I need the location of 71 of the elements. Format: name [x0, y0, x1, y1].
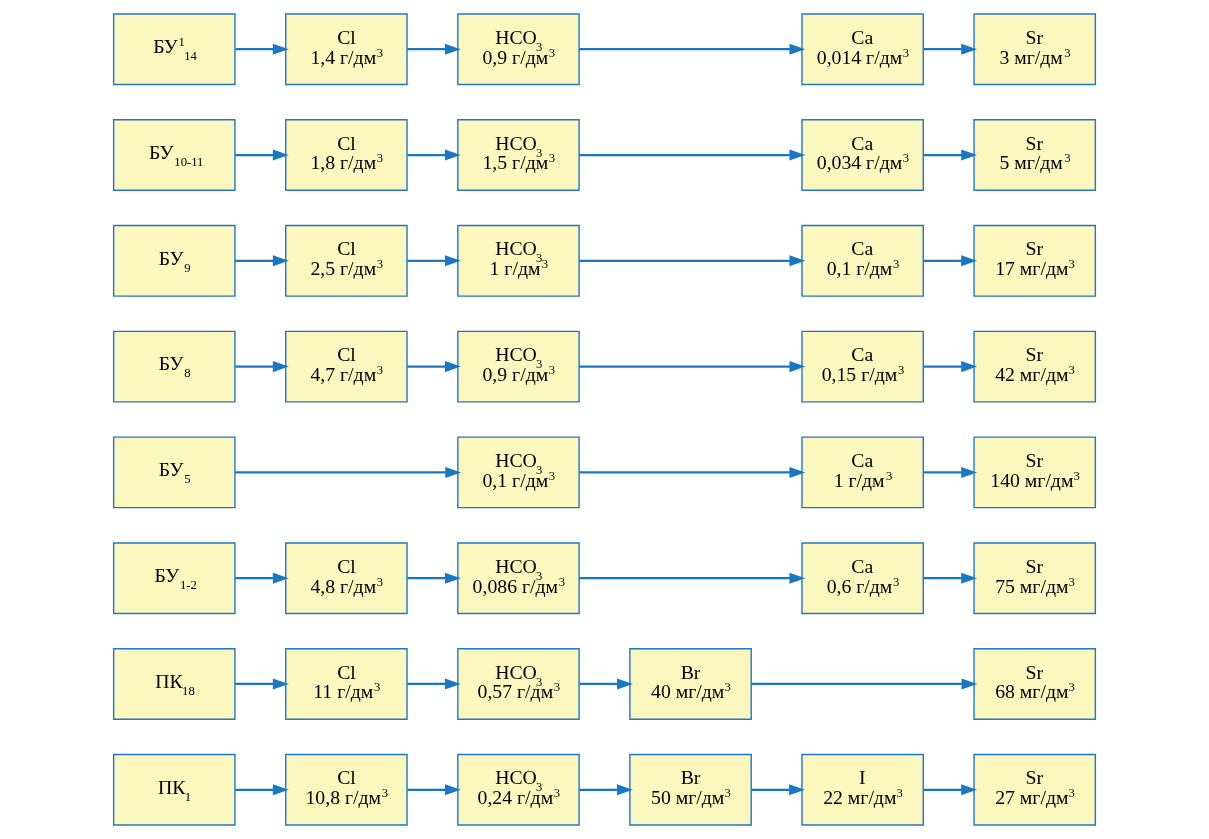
arrow [407, 361, 461, 373]
arrow [407, 784, 461, 796]
node-box: Ca 0,1 г/дм$^{3}$ [801, 224, 924, 297]
arrow [923, 255, 977, 267]
arrow [579, 572, 806, 584]
arrow [235, 149, 289, 161]
node-box: Br 50 мг/дм$^{3}$ [629, 753, 752, 826]
arrow [235, 466, 462, 478]
node-box: Ca 0,15 г/дм$^{3}$ [801, 330, 924, 403]
arrow [751, 784, 805, 796]
arrow [923, 43, 977, 55]
arrow [751, 678, 978, 690]
arrow [923, 572, 977, 584]
arrow [407, 572, 461, 584]
node-box: Cl 2,5 г/дм$^{3}$ [285, 224, 408, 297]
node-box: Sr 27 мг/дм$^{3}$ [973, 753, 1097, 826]
node-box: Sr 42 мг/дм$^{3}$ [973, 330, 1097, 403]
arrow [579, 361, 806, 373]
arrow [923, 361, 977, 373]
node-box: Ca 1 г/дм$^{3}$ [801, 436, 924, 509]
arrow [235, 43, 289, 55]
arrow [579, 149, 806, 161]
arrow [579, 43, 806, 55]
node-box: Sr 3 мг/дм$^{3}$ [973, 13, 1097, 86]
node-box: Cl 10,8 г/дм$^{3}$ [285, 753, 408, 826]
arrow [579, 678, 633, 690]
node-box: Cl 11 г/дм$^{3}$ [285, 648, 408, 720]
node-box: HCO$_{3}$ 1,5 г/дм$^{3}$ [457, 119, 580, 191]
node-box: Sr 75 мг/дм$^{3}$ [973, 542, 1097, 615]
node-box: Cl 1,4 г/дм$^{3}$ [285, 13, 408, 86]
node-box: Cl 1,8 г/дм$^{3}$ [285, 119, 408, 191]
arrow [235, 678, 289, 690]
arrow [235, 784, 289, 796]
arrow [923, 149, 977, 161]
arrow [407, 43, 461, 55]
node-box: Cl 4,8 г/дм$^{3}$ [285, 542, 408, 615]
node-box: БУ$_{1-2}$ [112, 542, 236, 615]
node-box: HCO$_{3}$ 0,9 г/дм$^{3}$ [457, 13, 580, 86]
node-box: Ca 0,6 г/дм$^{3}$ [801, 542, 924, 615]
node-box: HCO$_{3}$ 0,086 г/дм$^{3}$ [457, 542, 580, 615]
arrow [407, 678, 461, 690]
arrow [579, 784, 633, 796]
node-box: БУ$_{8}$ [112, 330, 236, 403]
node-box: ПК$_{18}$ [112, 648, 236, 720]
node-box: Br 40 мг/дм$^{3}$ [629, 648, 752, 720]
arrow [407, 149, 461, 161]
node-box: HCO$_{3}$ 0,1 г/дм$^{3}$ [457, 436, 580, 509]
node-box: HCO$_{3}$ 0,24 г/дм$^{3}$ [457, 753, 580, 826]
node-box: HCO$_{3}$ 1 г/дм$^{3}$ [457, 224, 580, 297]
arrow [407, 255, 461, 267]
node-box: Sr 5 мг/дм$^{3}$ [973, 119, 1097, 191]
node-box: БУ$_{5}$ [112, 436, 236, 509]
node-box: Sr 68 мг/дм$^{3}$ [973, 648, 1097, 720]
arrow [579, 255, 806, 267]
node-box: Ca 0,034 г/дм$^{3}$ [801, 119, 924, 191]
node-box: I 22 мг/дм$^{3}$ [801, 753, 924, 826]
node-box: Sr 17 мг/дм$^{3}$ [973, 224, 1097, 297]
node-box: Sr 140 мг/дм$^{3}$ [973, 436, 1097, 509]
arrow [235, 572, 289, 584]
node-box: Cl 4,7 г/дм$^{3}$ [285, 330, 408, 403]
node-box: БУ$_{9}$ [112, 224, 236, 297]
arrow [923, 784, 977, 796]
arrow [235, 255, 289, 267]
node-box: БУ$_{10-11}$ [112, 119, 236, 191]
node-box: ПК$_{1}$ [112, 753, 236, 826]
arrow [579, 466, 806, 478]
arrow [923, 466, 977, 478]
arrow [235, 361, 289, 373]
node-box: HCO$_{3}$ 0,57 г/дм$^{3}$ [457, 648, 580, 720]
node-box: HCO$_{3}$ 0,9 г/дм$^{3}$ [457, 330, 580, 403]
node-box: Ca 0,014 г/дм$^{3}$ [801, 13, 924, 86]
